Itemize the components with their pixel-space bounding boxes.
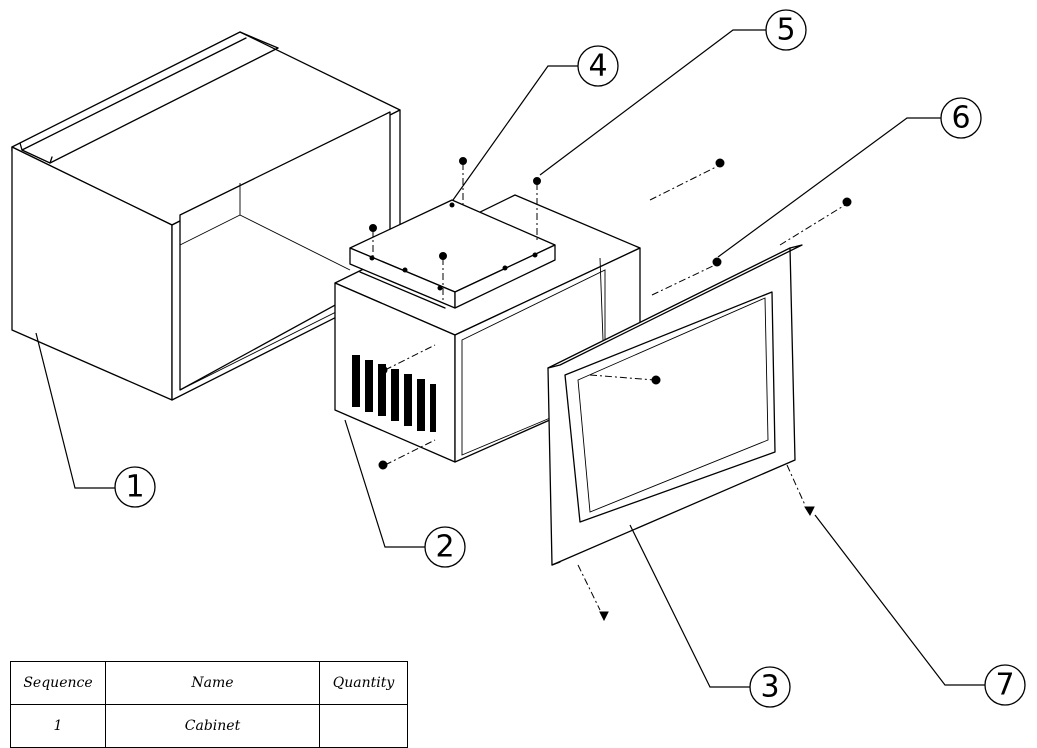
balloon-2: 2 (424, 526, 466, 568)
balloon-3: 3 (749, 666, 791, 708)
top-cover-plate (349, 199, 556, 309)
balloon-7-label: 7 (995, 668, 1014, 703)
balloon-1: 1 (114, 466, 156, 508)
parts-table-header-row: Sequence Name Quantity (10, 661, 408, 705)
balloon-6: 6 (940, 97, 982, 139)
trim-frame (547, 244, 803, 566)
fasteners (369, 157, 852, 622)
table-row: 1 Cabinet (10, 704, 408, 748)
exploded-assembly-drawing: 1 2 3 4 5 6 7 (11, 9, 1026, 708)
balloon-5-label: 5 (776, 13, 795, 48)
parts-table: Sequence Name Quantity 1 Cabinet (10, 661, 408, 748)
balloon-4: 4 (577, 45, 619, 87)
balloon-5: 5 (765, 9, 807, 51)
balloon-7: 7 (984, 664, 1026, 706)
balloon-1-label: 1 (125, 470, 144, 505)
leader-lines (35, 29, 987, 688)
cell-quantity (319, 704, 408, 748)
balloon-6-label: 6 (951, 101, 970, 136)
vent-grille (352, 355, 436, 432)
cell-name: Cabinet (105, 704, 320, 748)
header-name: Name (105, 661, 320, 705)
header-quantity: Quantity (319, 661, 408, 705)
cell-sequence: 1 (10, 704, 106, 748)
balloon-2-label: 2 (435, 530, 454, 565)
balloon-3-label: 3 (760, 670, 779, 705)
header-sequence: Sequence (10, 661, 106, 705)
balloon-4-label: 4 (588, 49, 607, 84)
